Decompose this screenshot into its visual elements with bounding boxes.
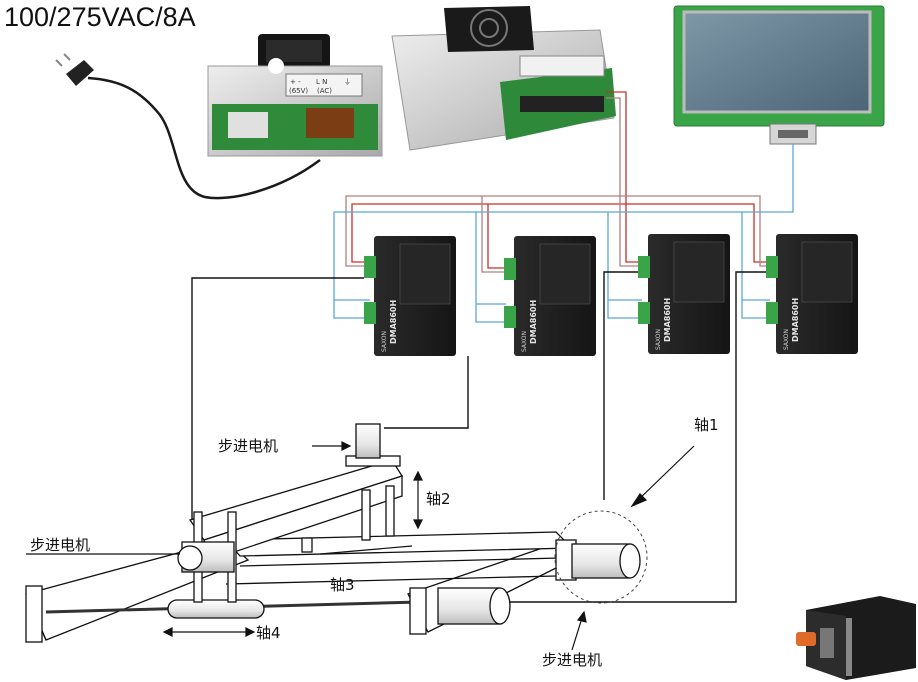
power-spec-title: 100/275VAC/8A (4, 2, 196, 32)
annotation-arrows (26, 441, 695, 651)
driver-4: DMA860H SAXON (766, 234, 858, 354)
driver-1: DMA860H SAXON (364, 236, 456, 356)
svg-text:DMA860H: DMA860H (663, 298, 672, 342)
touch-screen (673, 5, 885, 145)
svg-text:DMA860H: DMA860H (529, 300, 538, 344)
large-power-supply (391, 6, 616, 151)
label-stepper-motor-bottom: 步进电机 (542, 651, 602, 669)
label-stepper-motor-left: 步进电机 (30, 536, 90, 554)
small-power-supply: + - L N ⏚ (65V) (AC) (207, 34, 383, 157)
label-axis3: 轴3 (330, 576, 355, 594)
svg-text:L N: L N (316, 78, 327, 86)
machine-frame (25, 423, 641, 643)
power-plug (55, 53, 321, 200)
motor-wires (191, 271, 766, 603)
svg-text:DMA860H: DMA860H (791, 298, 800, 342)
power-wires (345, 91, 770, 273)
axis1-highlight (554, 510, 648, 604)
power-cable (87, 76, 321, 200)
svg-text:SAXON: SAXON (783, 329, 790, 350)
svg-text:SAXON: SAXON (381, 331, 388, 352)
svg-text:+ -: + - (290, 78, 301, 86)
label-stepper-motor-top: 步进电机 (218, 437, 278, 455)
signal-wires (333, 144, 794, 323)
svg-text:(65V): (65V) (289, 87, 308, 95)
driver-3: DMA860H SAXON (638, 234, 730, 354)
label-axis4: 轴4 (256, 624, 281, 642)
stepper-motor-photo (796, 596, 916, 680)
label-axis1: 轴1 (694, 416, 719, 434)
svg-text:(AC): (AC) (317, 87, 332, 95)
svg-text:SAXON: SAXON (655, 329, 662, 350)
svg-text:SAXON: SAXON (521, 331, 528, 352)
label-axis2: 轴2 (426, 490, 451, 508)
svg-text:⏚: ⏚ (344, 78, 351, 86)
driver-2: DMA860H SAXON (504, 236, 596, 356)
svg-text:DMA860H: DMA860H (389, 300, 398, 344)
